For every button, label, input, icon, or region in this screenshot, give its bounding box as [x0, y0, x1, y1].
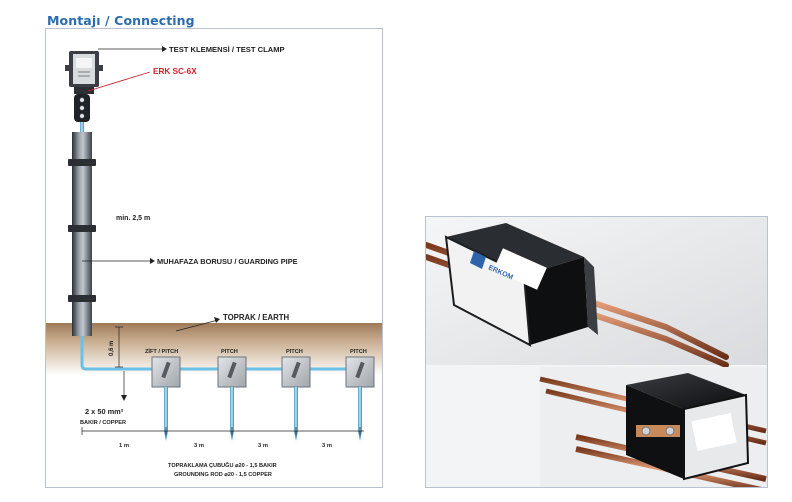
- test-clamp-photo-bottom: [539, 367, 767, 487]
- cable-size-label: 2 x 50 mm²: [85, 407, 124, 416]
- earth-cable: [80, 336, 364, 371]
- product-photos: ERKOM: [425, 216, 768, 488]
- guarding-pipe-label: MUHAFAZA BORUSU / GUARDING PIPE: [157, 257, 298, 266]
- spacing-label: 3 m: [194, 443, 204, 449]
- pitch-label: ZİFT / PITCH: [145, 348, 178, 355]
- rod-label-en: GROUNDING ROD ⌀20 - 1,5 COPPER: [174, 472, 272, 478]
- rod-label-tr: TOPRAKLAMA ÇUBUĞU ⌀20 - 1,5 BAKIR: [168, 461, 277, 469]
- test-clamp-label: TEST KLEMENSİ / TEST CLAMP: [169, 45, 285, 54]
- earth-label: TOPRAK / EARTH: [223, 313, 290, 322]
- min-height-label: min. 2,5 m: [116, 215, 150, 222]
- grounding-rod-4-icon: [345, 356, 375, 441]
- guarding-pipe-icon: [68, 132, 96, 336]
- connector-icon: [74, 94, 90, 122]
- pitch-label: PITCH: [286, 349, 303, 355]
- grounding-rod-1-icon: [151, 356, 181, 441]
- connection-diagram: TEST KLEMENSİ / TEST CLAMP ERK SC-6X min…: [45, 28, 383, 488]
- earth-layer: [46, 323, 382, 375]
- pitch-label: PITCH: [221, 349, 238, 355]
- depth-label: 0,6 m: [109, 341, 115, 356]
- spacing-label: 3 m: [258, 443, 268, 449]
- model-label: ERK SC-6X: [153, 67, 197, 76]
- spacing-label: 3 m: [322, 443, 332, 449]
- test-clamp-icon: [65, 51, 103, 94]
- grounding-rod-3-icon: [281, 356, 311, 441]
- cable-material-label: BAKIR / COPPER: [80, 420, 126, 426]
- test-clamp-photo-top: ERKOM: [426, 217, 767, 368]
- grounding-rod-2-icon: [217, 356, 247, 441]
- pitch-label: PITCH: [350, 349, 367, 355]
- section-title: Montajı / Connecting: [47, 13, 195, 28]
- spacing-label: 1 m: [119, 443, 129, 449]
